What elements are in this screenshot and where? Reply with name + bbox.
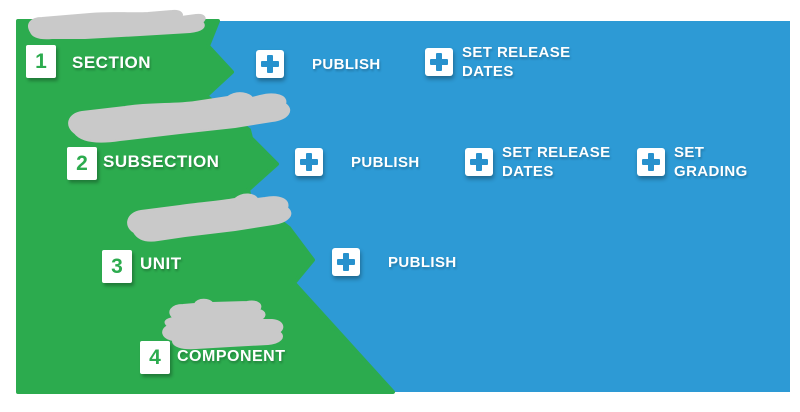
level-4-number-badge: 4 <box>140 341 170 374</box>
plus-icon <box>425 48 453 76</box>
action-label-line: SET RELEASE <box>502 144 611 161</box>
action-label-line: DATES <box>502 163 554 180</box>
level-1-label: SECTION <box>72 53 152 72</box>
action-label-line: SET RELEASE <box>462 44 571 61</box>
blurred-text-blob-3 <box>127 193 292 242</box>
action-section-set-release-dates: SET RELEASE DATES <box>462 43 571 81</box>
level-3-number-badge: 3 <box>102 250 132 283</box>
plus-icon <box>332 248 360 276</box>
action-label-line: PUBLISH <box>312 56 381 73</box>
action-label-line: SET <box>674 144 705 161</box>
action-label-line: DATES <box>462 63 514 80</box>
level-2-label: SUBSECTION <box>103 152 220 171</box>
plus-icon <box>295 148 323 176</box>
level-3-label: UNIT <box>140 254 182 273</box>
action-subsection-publish: PUBLISH <box>351 153 420 172</box>
action-unit-publish: PUBLISH <box>388 253 457 272</box>
plus-icon <box>637 148 665 176</box>
action-subsection-set-grading: SET GRADING <box>674 143 748 181</box>
action-label-line: PUBLISH <box>388 254 457 271</box>
plus-icon <box>465 148 493 176</box>
action-label-line: PUBLISH <box>351 154 420 171</box>
blurred-text-blob-1 <box>28 9 206 40</box>
action-section-publish: PUBLISH <box>312 55 381 74</box>
level-2-number-badge: 2 <box>67 147 97 180</box>
level-4-label: COMPONENT <box>177 348 286 365</box>
plus-icon <box>256 50 284 78</box>
blurred-text-blob-2 <box>68 92 291 143</box>
action-subsection-set-release-dates: SET RELEASE DATES <box>502 143 611 181</box>
blurred-text-blob-4 <box>162 298 284 350</box>
level-1-number-badge: 1 <box>26 45 56 78</box>
action-label-line: GRADING <box>674 163 748 180</box>
